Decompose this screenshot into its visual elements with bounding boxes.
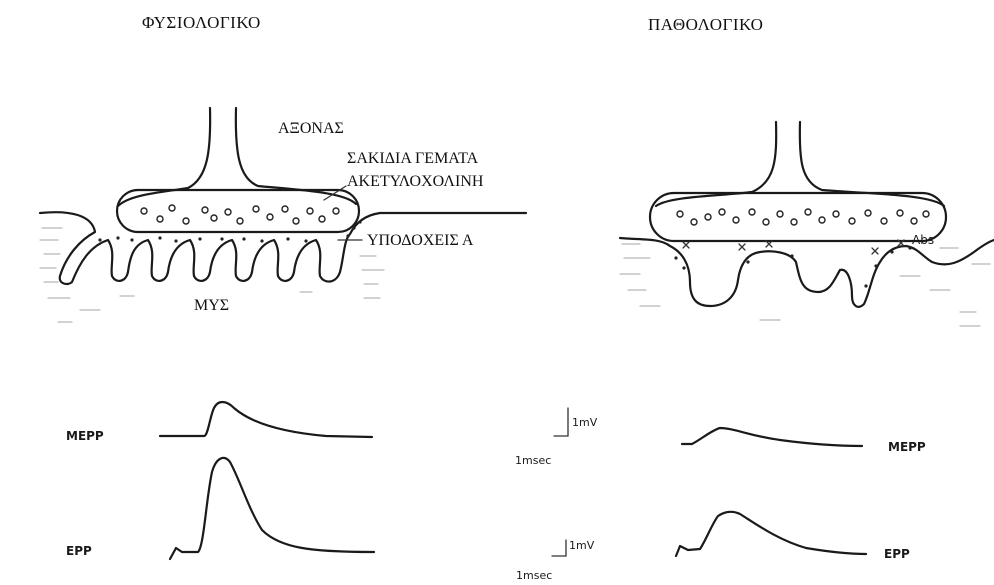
scale-bar-bottom xyxy=(552,540,566,556)
normal-nerve-terminal xyxy=(117,190,359,232)
scale-bar-bottom-time: 1msec xyxy=(516,569,552,582)
pathological-title: ΠΑΘΟΛΟΓΙΚΟ xyxy=(648,15,763,34)
normal-epp-label: EPP xyxy=(66,544,92,558)
normal-title: ΦΥΣΙΟΛΟΓΙΚΟ xyxy=(142,13,261,32)
vesicles-label-line1: ΣΑΚΙΔΙΑ ΓΕΜΑΤΑ xyxy=(347,150,479,167)
abs-label: Abs xyxy=(912,233,934,247)
receptors-label: ΥΠΟΔΟΧΕΙΣ Α xyxy=(367,232,474,249)
pathological-traces xyxy=(676,428,866,556)
normal-vesicles xyxy=(141,205,339,224)
scale-bar-top-time: 1msec xyxy=(515,454,551,467)
scale-bar-top-voltage: 1mV xyxy=(572,416,598,429)
normal-epp-trace xyxy=(170,458,374,559)
axon-label: ΑΞΟΝΑΣ xyxy=(278,120,344,137)
pathological-postsynaptic-membrane xyxy=(620,238,994,307)
scale-bar-bottom-voltage: 1mV xyxy=(569,539,595,552)
pathological-epp-label: EPP xyxy=(884,547,910,561)
pathological-mepp-label: MEPP xyxy=(888,440,926,454)
pathological-mepp-trace xyxy=(682,428,862,446)
normal-traces xyxy=(160,402,374,559)
vesicles-label-line2: ΑΚΕΤΥΛΟΧΟΛΙΝΗ xyxy=(347,173,484,190)
muscle-label: ΜΥΣ xyxy=(194,297,229,314)
pathological-epp-trace xyxy=(676,512,866,556)
normal-junction xyxy=(40,108,526,322)
normal-mepp-trace xyxy=(160,402,372,437)
pathological-junction xyxy=(620,122,994,326)
normal-mepp-label: MEPP xyxy=(66,429,104,443)
antibody-marks xyxy=(674,240,911,288)
pathological-nerve-terminal xyxy=(650,193,946,241)
pathological-muscle-hatching xyxy=(620,244,990,326)
scale-bar-top xyxy=(554,408,568,436)
pathological-vesicles xyxy=(677,209,929,225)
